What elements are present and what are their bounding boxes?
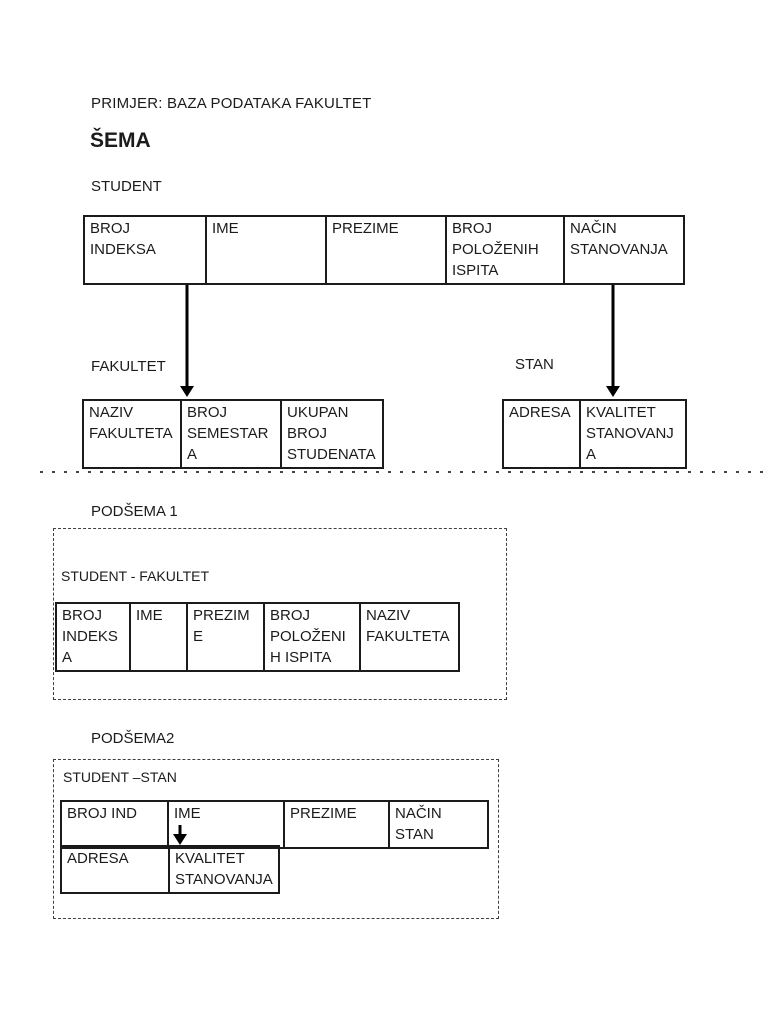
table-cell: BROJ POLOŽENIH ISPITA (445, 215, 565, 285)
document-title: PRIMJER: BAZA PODATAKA FAKULTET (91, 95, 372, 112)
table-cell: PREZIME (283, 800, 390, 849)
arrow-shaft (611, 285, 615, 388)
table-row: BROJ INDEKSA IME PREZIME BROJ POLOŽENIH … (83, 215, 685, 285)
table-row: ADRESA KVALITET STANOVANJA (60, 845, 280, 894)
table-cell: NAČIN STANOVANJA (563, 215, 685, 285)
podsema2-subtitle: STUDENT –STAN (63, 769, 177, 785)
table-cell: IME (129, 602, 188, 672)
arrow-shaft (185, 285, 189, 388)
stan-table: ADRESA KVALITET STANOVANJA (502, 399, 687, 469)
table-cell: BROJ INDEKSA (55, 602, 131, 672)
table-row: BROJ INDEKSA IME PREZIME BROJ POLOŽENIH … (55, 602, 460, 672)
podsema1-table: BROJ INDEKSA IME PREZIME BROJ POLOŽENIH … (55, 602, 460, 672)
table-cell: BROJ POLOŽENIH ISPITA (263, 602, 361, 672)
table-cell: IME (205, 215, 327, 285)
fakultet-relation-label: FAKULTET (91, 358, 166, 375)
table-cell: BROJ IND (60, 800, 169, 849)
schema-heading: ŠEMA (90, 129, 151, 152)
table-cell: BROJ SEMESTARA (180, 399, 282, 469)
table-cell: KVALITET STANOVANJA (579, 399, 687, 469)
podsema2-table: BROJ IND IME PREZIME NAČIN STAN (60, 800, 489, 849)
student-table: BROJ INDEKSA IME PREZIME BROJ POLOŽENIH … (83, 215, 685, 285)
arrow-head-icon (173, 834, 187, 845)
arrow-student-to-fakultet (180, 285, 194, 397)
table-cell: PREZIME (325, 215, 447, 285)
podsema1-box (53, 528, 507, 700)
fakultet-table: NAZIV FAKULTETA BROJ SEMESTARA UKUPAN BR… (82, 399, 384, 469)
podsema1-subtitle: STUDENT - FAKULTET (61, 568, 210, 584)
table-cell: NAZIV FAKULTETA (359, 602, 460, 672)
table-cell: ADRESA (502, 399, 581, 469)
table-cell: KVALITET STANOVANJA (168, 845, 280, 894)
arrow-head-icon (180, 386, 194, 397)
arrow-student-to-stan (606, 285, 620, 397)
podsema1-label: PODŠEMA 1 (91, 503, 178, 520)
podsema2-box (53, 759, 499, 919)
table-cell: UKUPAN BROJ STUDENATA (280, 399, 384, 469)
arrow-shaft (178, 825, 182, 836)
table-row: BROJ IND IME PREZIME NAČIN STAN (60, 800, 489, 849)
podsema2-label: PODŠEMA2 (91, 730, 175, 747)
arrow-head-icon (606, 386, 620, 397)
arrow-ime-to-stan-table (173, 825, 187, 845)
table-cell: ADRESA (60, 845, 170, 894)
stan-relation-label: STAN (515, 356, 554, 373)
table-cell: PREZIME (186, 602, 265, 672)
table-row: ADRESA KVALITET STANOVANJA (502, 399, 687, 469)
table-cell: NAZIV FAKULTETA (82, 399, 182, 469)
student-relation-label: STUDENT (91, 178, 162, 195)
dashed-divider (40, 471, 768, 473)
table-cell: NAČIN STAN (388, 800, 489, 849)
table-cell: BROJ INDEKSA (83, 215, 207, 285)
podsema2-stan-table: ADRESA KVALITET STANOVANJA (60, 845, 280, 894)
table-row: NAZIV FAKULTETA BROJ SEMESTARA UKUPAN BR… (82, 399, 384, 469)
